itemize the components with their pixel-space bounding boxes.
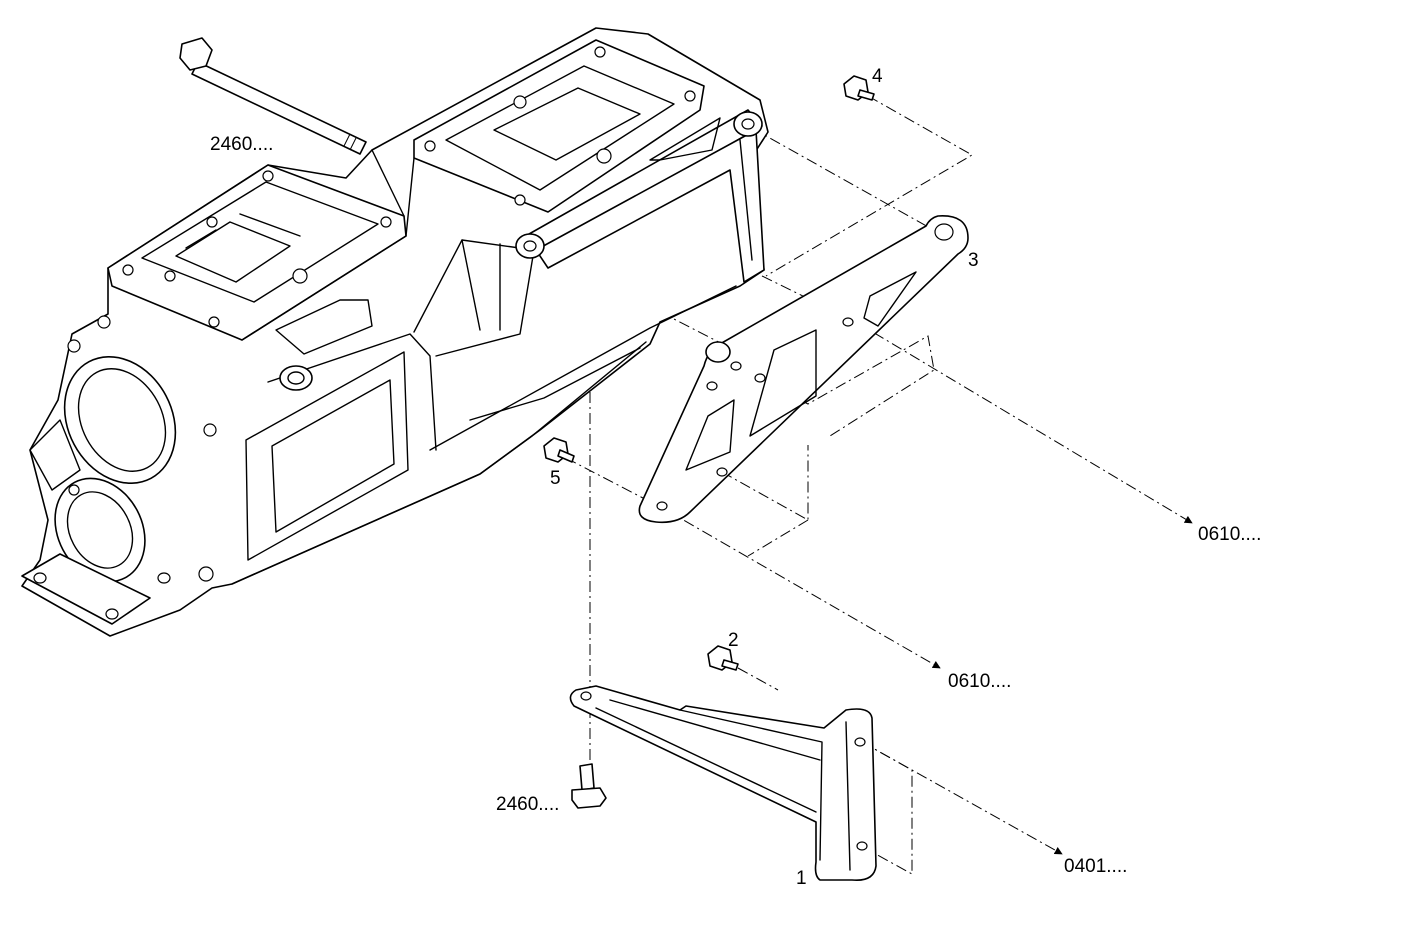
item-number-1: 1 [796, 868, 807, 889]
item-number-5: 5 [550, 468, 561, 489]
ref-label-upper-right: 0610.... [1198, 524, 1261, 545]
item-number-4: 4 [872, 66, 883, 87]
ref-label-lower-right: 0401.... [1064, 856, 1127, 877]
ref-label-top: 2460.... [210, 134, 273, 155]
item-number-2: 2 [728, 630, 739, 651]
screw-part-5 [543, 437, 575, 463]
screw-part-4 [843, 75, 875, 101]
callout-labels: 2460.... 2460.... 0610.... 0610.... 0401… [210, 66, 1261, 889]
ref-label-bottom: 2460.... [496, 794, 559, 815]
part-3-plate-bracket [638, 215, 969, 524]
gearbox-housing [21, 27, 769, 637]
ref-label-middle: 0610.... [948, 671, 1011, 692]
tie-bolt-top [179, 37, 367, 155]
item-number-3: 3 [968, 250, 979, 271]
dash-dot-leader-lines [529, 95, 1193, 875]
part-1-support-bracket [569, 685, 877, 882]
bolt-bottom [571, 763, 607, 809]
screw-part-2 [707, 645, 739, 671]
